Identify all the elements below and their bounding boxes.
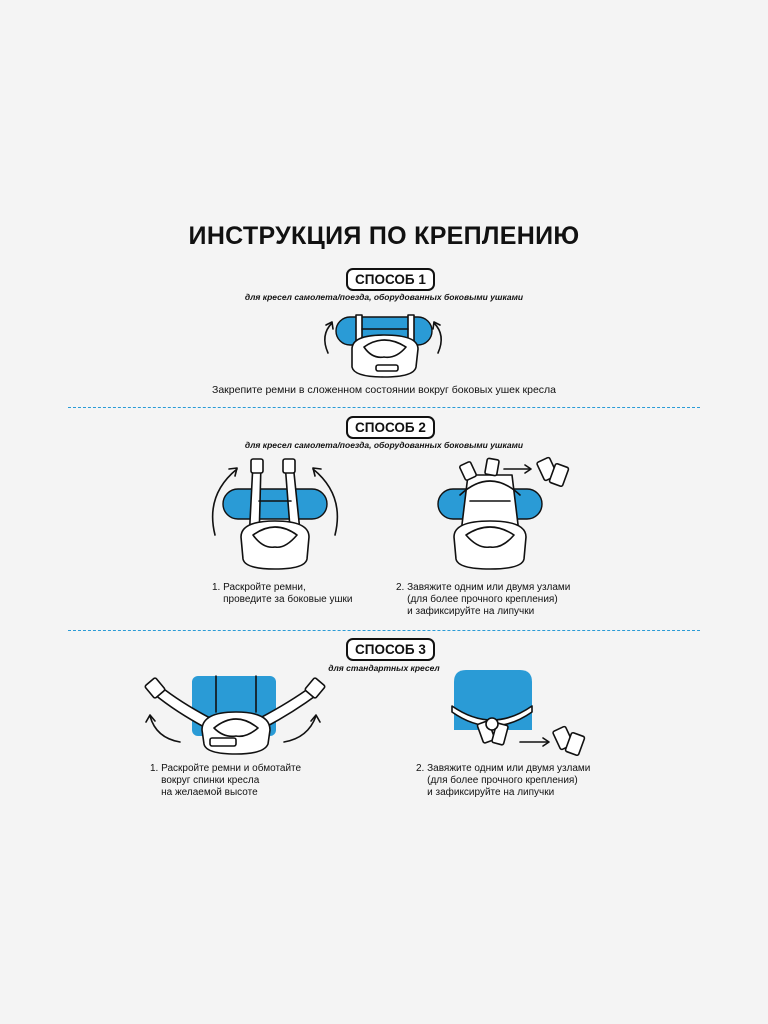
method3-step2-illustration xyxy=(451,670,586,757)
method3-step1-text: 1. Раскройте ремни и обмотайте вокруг сп… xyxy=(150,763,302,798)
method1-illustration xyxy=(324,314,442,378)
divider xyxy=(68,630,700,631)
page-title: ИНСТРУКЦИЯ ПО КРЕПЛЕНИЮ xyxy=(188,222,580,250)
method2-subtitle: для кресел самолета/поезда, оборудованны… xyxy=(244,440,524,450)
method2-badge: СПОСОБ 2 xyxy=(346,416,435,439)
method1-badge: СПОСОБ 1 xyxy=(346,268,435,291)
divider xyxy=(68,407,700,408)
method1-subtitle: для кресел самолета/поезда, оборудованны… xyxy=(244,292,524,302)
method3-badge: СПОСОБ 3 xyxy=(346,638,435,661)
method2-step2-text: 2. Завяжите одним или двумя узлами (для … xyxy=(396,582,571,617)
method2-step1-text: 1. Раскройте ремни, проведите за боковые… xyxy=(212,582,353,605)
method3-step2-text: 2. Завяжите одним или двумя узлами (для … xyxy=(416,763,591,798)
method1-caption: Закрепите ремни в сложенном состоянии во… xyxy=(211,384,557,396)
method3-step1-illustration xyxy=(144,675,326,755)
method2-step2-illustration xyxy=(437,456,570,570)
method2-step1-illustration xyxy=(211,458,339,570)
method3-subtitle: для стандартных кресел xyxy=(328,663,440,673)
